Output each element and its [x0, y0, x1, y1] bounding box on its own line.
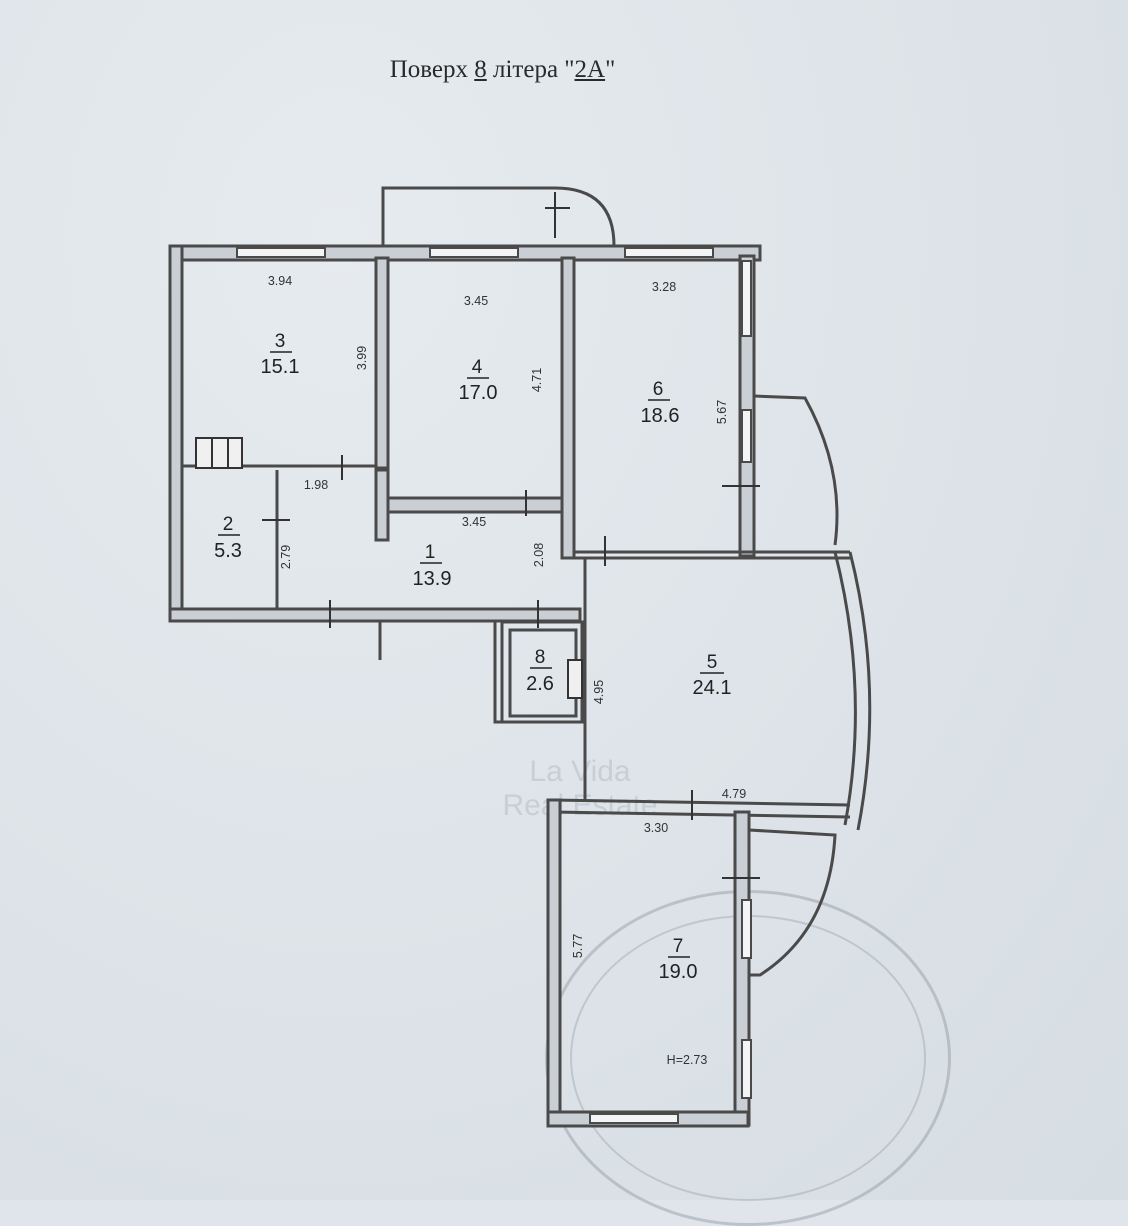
- dimension-label: 3.45: [462, 515, 486, 529]
- watermark-line-1: La Vida: [529, 755, 631, 788]
- watermark-line-2: Real Estate: [502, 789, 658, 822]
- title-letter: 2А: [574, 56, 606, 83]
- room-number: 7: [673, 936, 684, 957]
- windows: [236, 247, 752, 1124]
- door-marks: [262, 192, 760, 879]
- room-number: 1: [425, 542, 436, 563]
- dimension-label: 3.99: [355, 346, 369, 370]
- title-middle: літера ": [493, 56, 575, 83]
- title-suffix: ": [605, 56, 616, 83]
- room-number: 6: [653, 379, 664, 400]
- room-number: 8: [535, 647, 546, 668]
- room-area: 2.6: [526, 673, 554, 695]
- dimension-label: 5.77: [571, 934, 585, 958]
- dimension-label: 4.79: [722, 787, 746, 801]
- ceiling-height-label: H=2.73: [667, 1053, 708, 1067]
- dimension-label: 5.67: [715, 400, 729, 424]
- room-area: 24.1: [693, 677, 732, 699]
- page-title: Поверх 8 літера "2А": [0, 56, 1005, 84]
- dimension-labels: 3.94 3.99 3.45 4.71 3.28 5.67 1.98 2.79 …: [268, 274, 746, 1067]
- title-prefix: Поверх: [389, 56, 469, 83]
- dimension-label: 1.98: [304, 478, 328, 492]
- floor-plan: 1 13.9 2 5.3 3 15.1 4 17.0 5 24.1 6 18.6…: [168, 186, 872, 1128]
- room-number: 2: [223, 514, 234, 535]
- room-number: 4: [472, 357, 483, 378]
- dimension-label: 2.79: [279, 545, 293, 569]
- room-number: 5: [707, 652, 718, 673]
- room-area: 13.9: [413, 568, 452, 590]
- room-area: 15.1: [261, 356, 300, 378]
- dimension-label: 3.28: [652, 280, 676, 294]
- dimension-label: 4.95: [592, 680, 606, 704]
- room-labels: 1 13.9 2 5.3 3 15.1 4 17.0 5 24.1 6 18.6…: [214, 331, 731, 983]
- walls: [168, 186, 872, 1128]
- room-area: 19.0: [659, 961, 698, 983]
- room-area: 5.3: [214, 540, 242, 562]
- title-floor: 8: [474, 56, 487, 83]
- radiator: [195, 437, 583, 699]
- dimension-label: 4.71: [530, 368, 544, 392]
- room-area: 17.0: [459, 382, 498, 404]
- dimension-label: 3.30: [644, 821, 668, 835]
- room-number-underlines: [218, 351, 724, 958]
- dimension-label: 3.45: [464, 294, 488, 308]
- watermark: La Vida Real Estate: [470, 755, 690, 823]
- room-number: 3: [275, 331, 286, 352]
- dimension-label: 3.94: [268, 274, 292, 288]
- dimension-label: 2.08: [532, 543, 546, 567]
- room-area: 18.6: [641, 405, 680, 427]
